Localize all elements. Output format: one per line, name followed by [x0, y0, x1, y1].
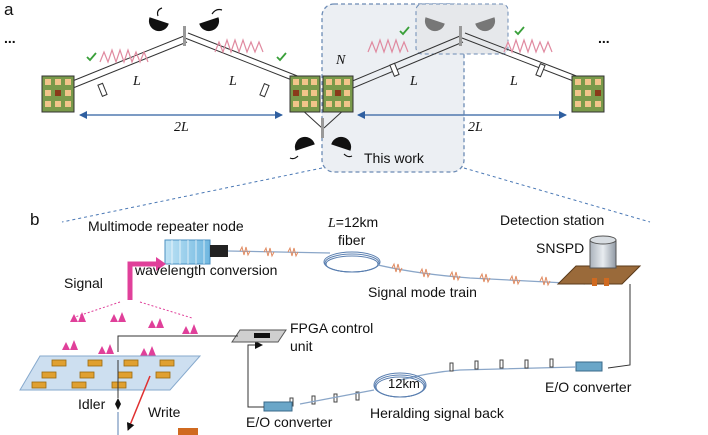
- fiber-coupler: [210, 245, 228, 257]
- write-beam: [126, 375, 151, 431]
- fiber-length-label: L=12km: [328, 214, 379, 231]
- fpga-label-line1: FPGA control: [290, 320, 374, 336]
- length-label-3: L: [410, 74, 418, 89]
- length-label-1: L: [133, 74, 141, 89]
- detection-station-label: Detection station: [500, 212, 605, 228]
- memory-pads: [31, 359, 175, 389]
- eo-converter-right-label: E/O converter: [545, 379, 632, 395]
- write-label: Write: [148, 404, 181, 420]
- beam-splitter-right: [459, 26, 462, 46]
- eo-converter-right: [575, 361, 603, 372]
- eo-converter-left-label: E/O converter: [246, 414, 333, 430]
- spacing-label-left: 2L: [174, 120, 189, 135]
- check-marks: [86, 26, 525, 62]
- repeater-title: Multimode repeater node: [88, 218, 244, 234]
- idler-label: Idler: [78, 396, 106, 412]
- length-label-4: L: [510, 74, 518, 89]
- fiber-coil-top: [323, 251, 381, 273]
- panel-a-label: a: [4, 0, 14, 19]
- dots-right: ...: [598, 30, 610, 46]
- coil-length-label: 12km: [388, 376, 420, 391]
- fpga-label-line2: unit: [290, 338, 313, 354]
- snspd-label: SNSPD: [536, 240, 585, 256]
- node-label-n: N: [336, 53, 346, 68]
- detectors-faded: [424, 17, 496, 32]
- fiber-links-left: [69, 32, 301, 89]
- signal-arrow: [127, 261, 158, 300]
- spacing-label-right: 2L: [468, 120, 483, 135]
- beam-splitter-center: [321, 118, 324, 138]
- heralding-label: Heralding signal back: [370, 405, 504, 421]
- this-work-label: This work: [364, 150, 424, 166]
- wavelength-conversion-label: wavelength conversion: [135, 262, 278, 278]
- zoom-line-right: [463, 167, 651, 223]
- length-label-2: L: [229, 74, 237, 89]
- photon-sprays: [62, 312, 198, 356]
- beam-splitter-left: [183, 26, 186, 46]
- panel-b-label: b: [30, 210, 40, 229]
- snspd-detector: [556, 235, 642, 286]
- photon-packets: [99, 38, 553, 64]
- signal-label: Signal: [64, 275, 103, 291]
- zoom-line-left: [61, 167, 323, 223]
- fiber-coil-bottom: [373, 372, 427, 398]
- mode-train-packets: [239, 245, 299, 258]
- fiber-links-right: [349, 32, 580, 89]
- memory-node-grids: [41, 75, 605, 113]
- dots-left: ...: [4, 30, 16, 46]
- fiber-label: fiber: [338, 232, 366, 248]
- mode-train-label: Signal mode train: [368, 284, 477, 300]
- waveplates: [97, 62, 546, 98]
- eo-converter-left: [263, 401, 293, 412]
- detectors: [148, 7, 353, 160]
